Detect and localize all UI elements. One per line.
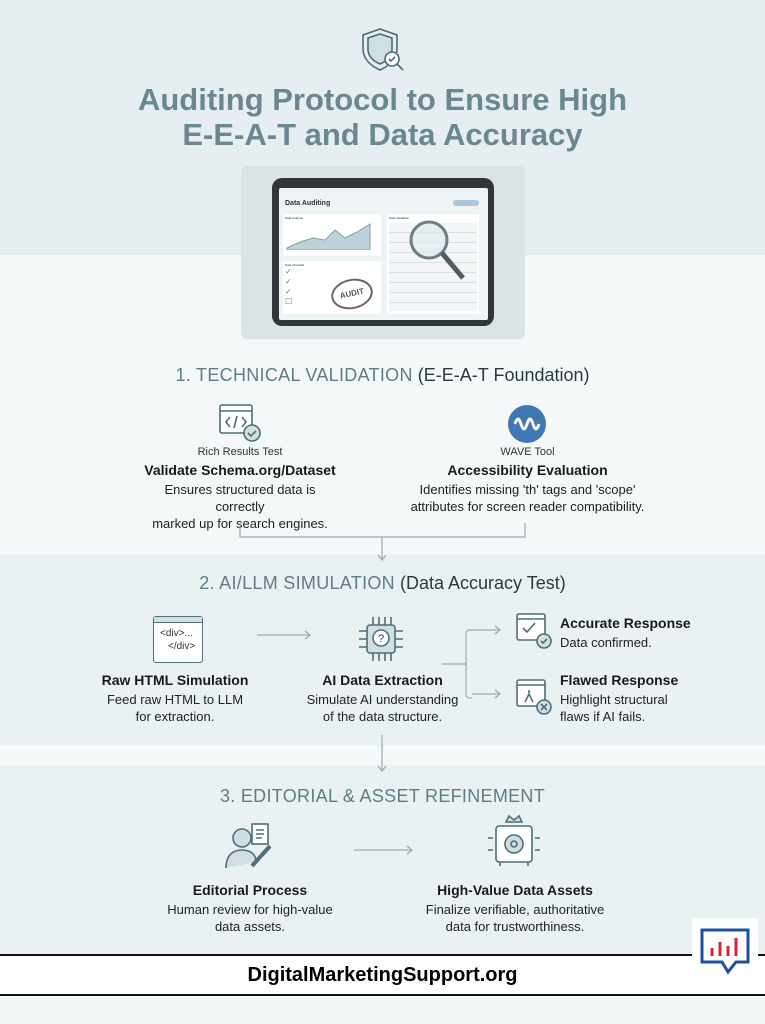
wave-tool-item: WAVE Tool Accessibility Evaluation Ident… [410,446,645,514]
footer: DigitalMarketingSupport.org [0,954,765,996]
arrow-right [257,630,311,640]
raw-html-icon: <div>...</div> [153,616,203,663]
section3-band [0,765,765,955]
hero-checklist-panel: Data Checklist ✓✓✓☐ AUDIT [283,261,381,314]
section2-heading: 2. AI/LLM SIMULATION (Data Accuracy Test… [199,573,566,593]
hero-screen-title: Data Auditing [285,200,331,207]
arrow-down [377,735,387,772]
editor-person-pencil-icon [225,823,272,869]
ai-extraction-item: AI Data Extraction Simulate AI understan… [306,672,459,724]
hero-tablet-illustration: Data Auditing Data Analysis Data Checkli… [241,166,525,339]
data-vault-icon [488,814,540,866]
code-window-check-icon [219,404,261,442]
svg-text:?: ? [378,633,384,645]
chart-speech-logo-icon [700,928,750,975]
section3-heading: 3. EDITORIAL & ASSET REFINEMENT [219,786,546,806]
arrow-right-2 [354,845,413,855]
accurate-check-icon [516,613,552,649]
hero-chart-panel: Data Analysis [283,214,381,256]
flawed-x-icon [516,679,552,715]
ai-chip-question-icon: ? [359,617,403,661]
hero-table-panel: Data Validation [387,214,479,314]
brand-logo[interactable] [692,918,758,980]
branch-connector [442,625,501,699]
shield-check-magnifier-icon [362,28,404,71]
connector-bracket [239,523,526,561]
section1-heading: 1. TECHNICAL VALIDATION (E-E-A-T Foundat… [175,365,590,385]
footer-brand: DigitalMarketingSupport.org [247,964,518,986]
wave-logo-icon [508,405,546,443]
raw-html-item: Raw HTML Simulation Feed raw HTML to LLM… [101,672,249,724]
bottom-strip [0,998,765,1024]
rich-results-item: Rich Results Test Validate Schema.org/Da… [144,446,336,531]
